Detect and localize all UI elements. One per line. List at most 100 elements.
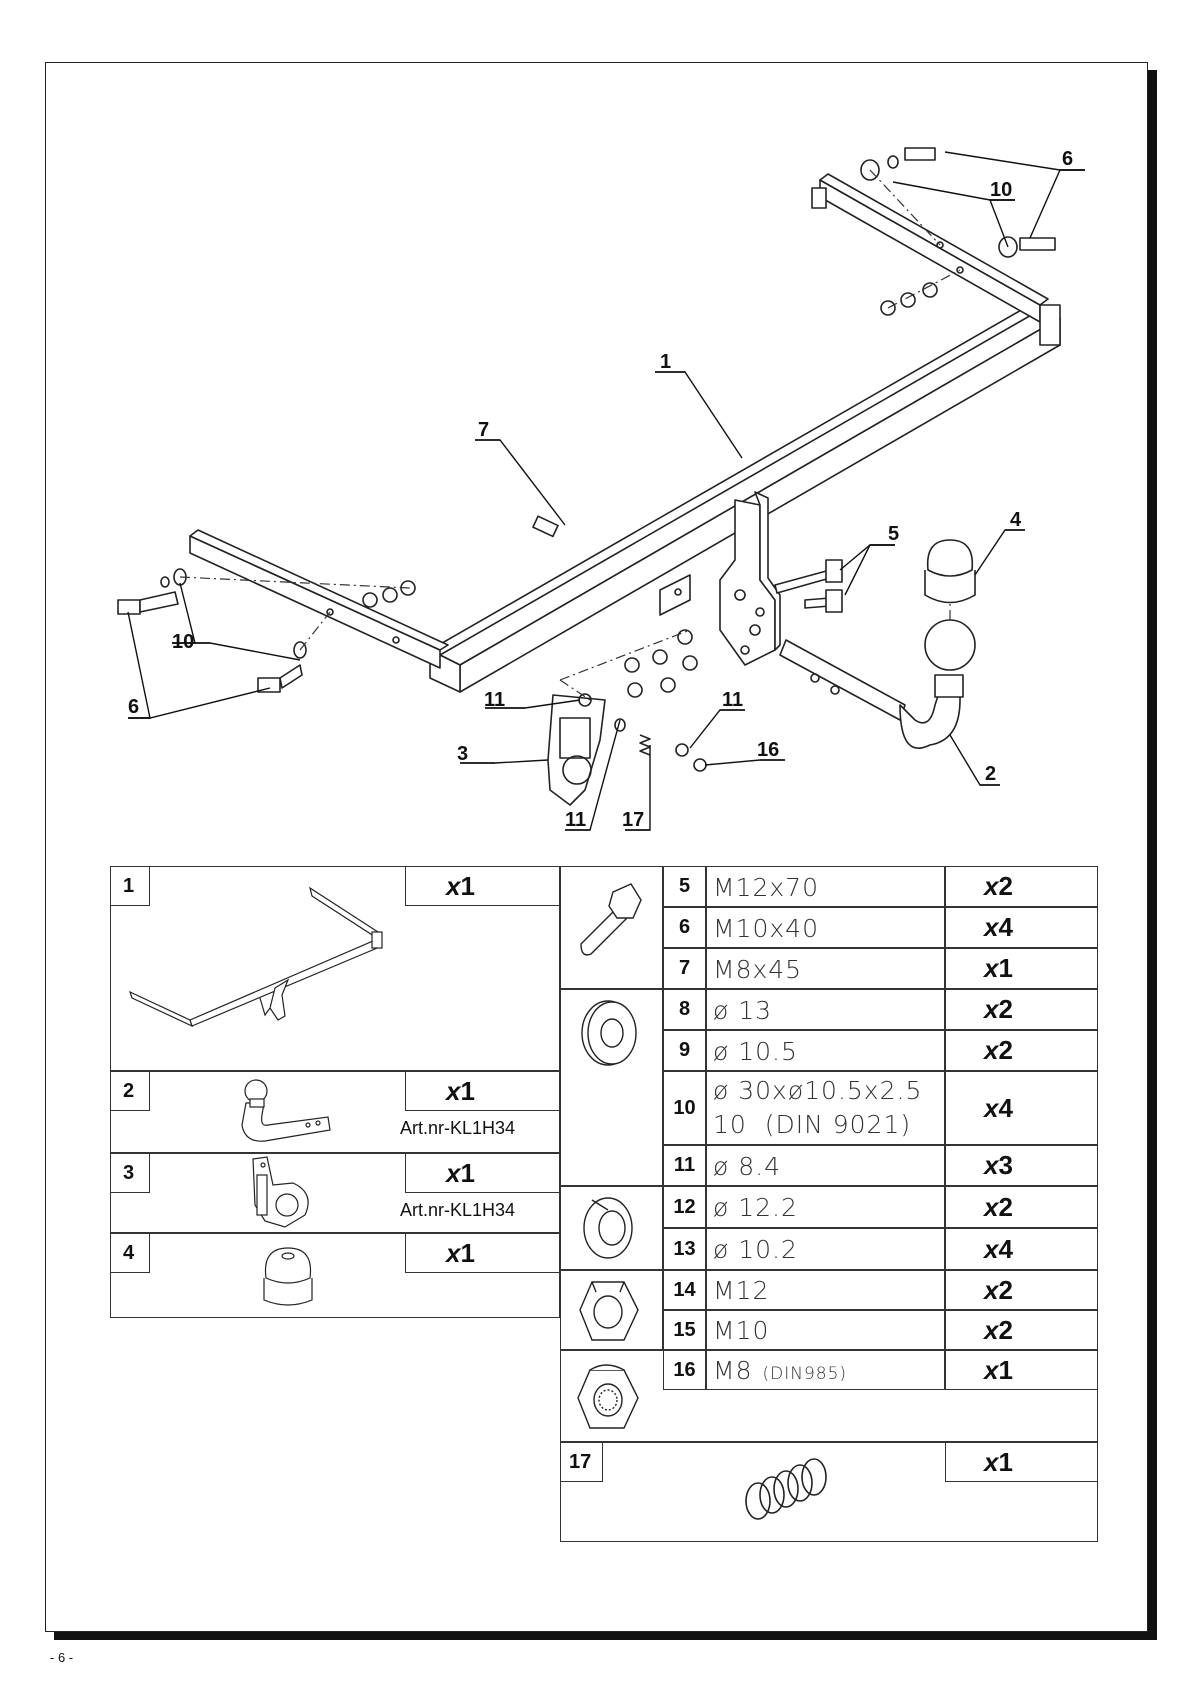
hardware-row-spec: ø 8.4 bbox=[706, 1145, 945, 1186]
hardware-row-spec: M8x45 bbox=[706, 948, 945, 989]
callout-7: 7 bbox=[478, 419, 489, 441]
hardware-row-spec: ø 13 bbox=[706, 989, 945, 1030]
part-17-number: 17 bbox=[560, 1442, 603, 1482]
callout-10-right: 10 bbox=[990, 179, 1012, 201]
hardware-row-number: 14 bbox=[663, 1270, 706, 1310]
qty-prefix: x bbox=[984, 1092, 999, 1123]
hardware-spec-text: ø 8.4 bbox=[713, 1152, 782, 1181]
socket-plate-icon bbox=[252, 1156, 309, 1228]
part-2-qty: x1 bbox=[405, 1071, 560, 1111]
alignment-lines bbox=[179, 169, 961, 701]
part-4-qty: x1 bbox=[405, 1233, 560, 1273]
qty-value: 4 bbox=[998, 1092, 1013, 1123]
qty-prefix: x bbox=[984, 1191, 999, 1222]
callout-10-left: 10 bbox=[172, 631, 194, 653]
callout-3: 3 bbox=[457, 743, 468, 765]
hardware-row-number: 11 bbox=[663, 1145, 706, 1186]
hardware-center bbox=[532, 515, 707, 772]
hardware-row-number: 5 bbox=[663, 866, 706, 907]
qty-prefix: x bbox=[984, 1274, 999, 1305]
hardware-spec-text-line2: 10 (DIN 9021) bbox=[713, 1110, 912, 1139]
part-1-qty: x1 bbox=[405, 866, 560, 906]
hardware-spec-text: ø 13 bbox=[713, 996, 773, 1025]
qty-value: 1 bbox=[998, 953, 1013, 983]
tow-ball-neck-icon bbox=[241, 1079, 331, 1142]
socket-plate bbox=[547, 694, 606, 806]
hardware-spec-text: M10 bbox=[713, 1316, 770, 1345]
hardware-row-spec: ø 10.5 bbox=[706, 1030, 945, 1071]
hardware-row-number: 9 bbox=[663, 1030, 706, 1071]
hardware-row-number: 13 bbox=[663, 1228, 706, 1270]
hardware-row-number: 7 bbox=[663, 948, 706, 989]
lock-nut-icon bbox=[577, 1364, 639, 1429]
qty-value: 4 bbox=[998, 1233, 1013, 1264]
hardware-row-spec: ø 10.2 bbox=[706, 1228, 945, 1270]
callout-5: 5 bbox=[888, 523, 899, 545]
hardware-spec-text: ø 10.5 bbox=[713, 1037, 798, 1066]
callout-16: 16 bbox=[757, 739, 779, 761]
qty-value: 4 bbox=[998, 912, 1013, 942]
hardware-row-spec: M8 (DIN985) bbox=[706, 1350, 945, 1390]
spring-icon bbox=[745, 1458, 827, 1520]
callout-11-bottom: 11 bbox=[565, 809, 586, 831]
hardware-row-spec: M10 bbox=[706, 1310, 945, 1350]
hardware-spec-note: (DIN985) bbox=[762, 1364, 848, 1384]
callout-11-left: 11 bbox=[484, 689, 505, 711]
hardware-row-number: 8 bbox=[663, 989, 706, 1030]
hardware-spec-text: ø 12.2 bbox=[713, 1193, 798, 1222]
exploded-assembly-diagram: 1 2 3 4 5 6 6 7 10 10 11 11 11 16 17 bbox=[117, 147, 1085, 831]
ball-cap-icon bbox=[263, 1247, 313, 1306]
flat-washer-icon bbox=[581, 1000, 637, 1066]
qty-prefix: x bbox=[984, 1233, 999, 1264]
callout-2: 2 bbox=[985, 763, 996, 785]
callout-11-right: 11 bbox=[722, 689, 743, 711]
qty-value: 2 bbox=[998, 1274, 1013, 1305]
qty-value: 2 bbox=[998, 871, 1013, 901]
tow-ball-neck bbox=[779, 619, 976, 750]
page-number: - 6 - bbox=[50, 1650, 74, 1665]
qty-value: 2 bbox=[998, 1191, 1013, 1222]
hardware-row-number: 10 bbox=[663, 1071, 706, 1145]
qty-value: 2 bbox=[998, 1314, 1013, 1345]
ball-cap bbox=[924, 539, 976, 604]
qty-value: 2 bbox=[998, 994, 1013, 1024]
qty-prefix: x bbox=[984, 994, 999, 1024]
qty-prefix: x bbox=[984, 912, 999, 942]
tow-bar-frame-icon bbox=[128, 886, 383, 1028]
hardware-spec-text: ø 30xø10.5x2.5 bbox=[713, 1076, 923, 1105]
center-bracket bbox=[659, 491, 781, 666]
qty-value: 3 bbox=[998, 1150, 1013, 1180]
hardware-row-spec: M12 bbox=[706, 1270, 945, 1310]
hardware-spec-text: M8 bbox=[713, 1356, 753, 1385]
callout-underlines bbox=[128, 169, 1085, 831]
part-4-number: 4 bbox=[110, 1233, 150, 1273]
callout-4: 4 bbox=[1010, 509, 1022, 531]
part-3-number: 3 bbox=[110, 1153, 150, 1193]
hardware-row-number: 6 bbox=[663, 907, 706, 948]
part-17-qty: x1 bbox=[945, 1442, 1098, 1482]
bolts-m12 bbox=[774, 559, 843, 613]
part-2-art-number: Art.nr-KL1H34 bbox=[400, 1118, 516, 1138]
hardware-row-number: 16 bbox=[663, 1350, 706, 1390]
part-2-number: 2 bbox=[110, 1071, 150, 1111]
qty-value: 2 bbox=[998, 1035, 1013, 1065]
qty-prefix: x bbox=[984, 1314, 999, 1345]
hardware-spec-text: M12x70 bbox=[713, 873, 819, 902]
hardware-spec-text: M10x40 bbox=[713, 914, 819, 943]
right-side-arm bbox=[811, 173, 1061, 346]
qty-prefix: x bbox=[984, 871, 999, 901]
part-3-qty: x1 bbox=[405, 1153, 560, 1193]
callout-1: 1 bbox=[660, 351, 671, 373]
hardware-row-spec: M12x70 bbox=[706, 866, 945, 907]
part-3-art-number: Art.nr-KL1H34 bbox=[400, 1200, 516, 1220]
